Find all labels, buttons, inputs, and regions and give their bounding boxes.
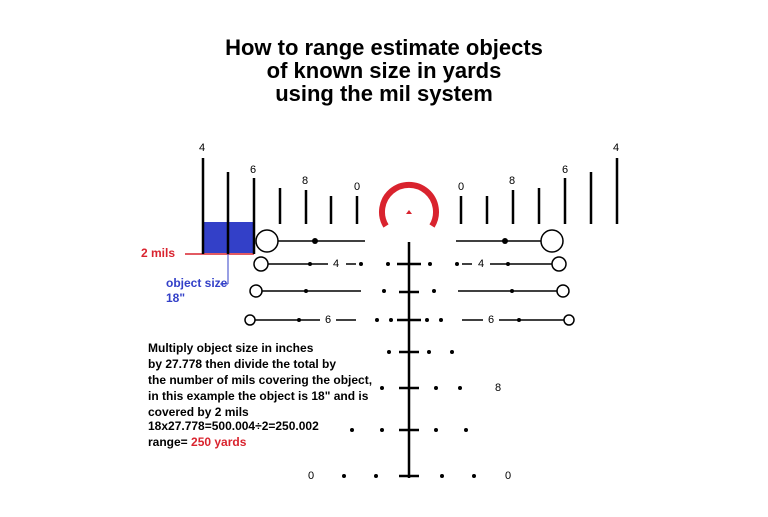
- label-top-left-8: 8: [302, 175, 309, 187]
- vertical-stadia-ticks: [397, 262, 421, 478]
- stadia-row-3: [249, 284, 570, 298]
- title-line-3: using the mil system: [275, 81, 493, 106]
- explanation-line-2: by 27.778 then divide the total by: [148, 357, 337, 371]
- label-row4-left-6: 6: [325, 314, 332, 326]
- red-center-chevron: [406, 210, 412, 214]
- label-top-left-0: 0: [354, 181, 361, 193]
- page-title: How to range estimate objects of known s…: [0, 36, 768, 105]
- label-top-left-6: 6: [250, 164, 257, 176]
- stadia-row-4: [244, 314, 575, 326]
- top-ticks-left: [201, 158, 359, 254]
- range-value: 250 yards: [191, 435, 247, 449]
- title-line-1: How to range estimate objects: [225, 35, 543, 60]
- stadia-row-2: [253, 256, 567, 272]
- object-size-label-line-1: object size: [166, 276, 228, 290]
- label-top-right-0: 0: [458, 181, 465, 193]
- formula-text: 18x27.778=500.004÷2=250.002: [148, 419, 319, 433]
- label-top-right-8: 8: [509, 175, 516, 187]
- lower-holdover-dots: [342, 350, 476, 478]
- title-line-2: of known size in yards: [266, 58, 502, 83]
- explanation-line-3: the number of mils covering the object,: [148, 373, 373, 387]
- label-right-8: 8: [495, 382, 502, 394]
- range-result: range= 250 yards: [148, 434, 246, 450]
- explanation-line-1: Multiply object size in inches: [148, 341, 314, 355]
- explanation-text: Multiply object size in inches by 27.778…: [148, 340, 408, 420]
- range-prefix: range=: [148, 435, 192, 449]
- stadia-row-1: [255, 229, 564, 253]
- explanation-line-5: covered by 2 mils: [148, 405, 249, 419]
- label-top-right-4: 4: [613, 142, 620, 154]
- label-row4-right-6: 6: [488, 314, 495, 326]
- object-size-label-line-2: 18": [166, 291, 186, 305]
- label-row2-left-4: 4: [333, 258, 340, 270]
- label-top-left-4: 4: [199, 142, 206, 154]
- top-ticks-right: [459, 158, 619, 224]
- label-bottom-left-0: 0: [308, 470, 315, 482]
- label-top-right-6: 6: [562, 164, 569, 176]
- label-row2-right-4: 4: [478, 258, 485, 270]
- object-size-label: object size 18": [166, 276, 227, 306]
- explanation-line-4: in this example the object is 18" and is: [148, 389, 369, 403]
- mils-label: 2 mils: [141, 246, 176, 260]
- label-bottom-right-0: 0: [505, 470, 512, 482]
- red-horseshoe: [379, 181, 439, 228]
